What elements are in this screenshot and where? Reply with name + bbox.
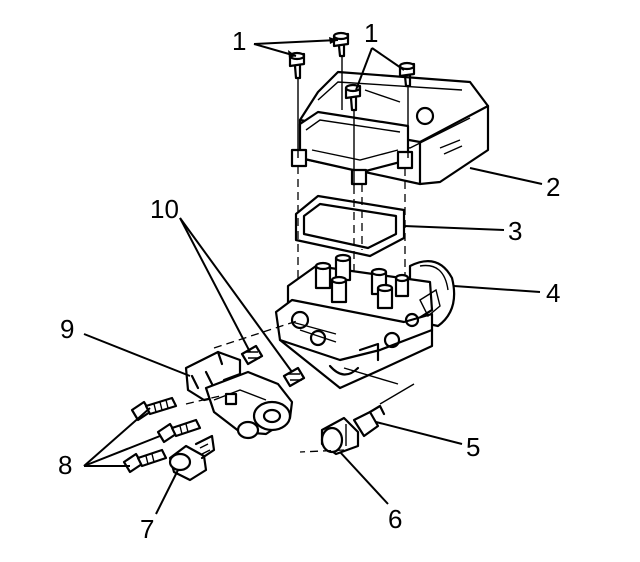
leader-6: [339, 451, 389, 505]
bolt-part: [122, 396, 202, 474]
callout-6: 6: [388, 504, 402, 534]
leader-1b-right: [371, 47, 405, 71]
leader-3: [403, 225, 505, 231]
leader-1a-right: [253, 39, 339, 45]
leader-lines: [83, 39, 543, 515]
screw-1: [288, 51, 306, 80]
sensor-part: [320, 404, 386, 456]
fitting-part: [240, 344, 306, 388]
screw-2: [332, 31, 350, 58]
align-line-8: [379, 383, 415, 405]
align-line-5: [213, 319, 301, 349]
cover-part: [290, 70, 490, 186]
cover-tab-left: [290, 148, 308, 168]
callout-1a: 1: [232, 26, 246, 56]
arrowhead-1b: [329, 37, 338, 44]
leader-1b-left: [355, 47, 373, 91]
cover-tab-right: [396, 150, 414, 170]
align-line-9: [343, 367, 399, 385]
leader-2: [469, 167, 543, 185]
leader-10b: [179, 217, 293, 373]
leader-5: [375, 421, 463, 445]
bolt-1: [130, 396, 178, 422]
leader-4: [453, 285, 541, 293]
callout-3: 3: [508, 216, 522, 246]
leader-9: [83, 333, 191, 377]
callout-8: 8: [58, 450, 72, 480]
bolt-2: [156, 418, 202, 444]
arrowhead-1a: [288, 50, 296, 58]
fitting-1: [240, 344, 264, 366]
callout-10: 10: [150, 194, 179, 224]
leader-8a: [83, 407, 151, 467]
leader-7: [155, 469, 179, 515]
gasket-part: [294, 194, 406, 258]
callout-5: 5: [466, 432, 480, 462]
callout-9: 9: [60, 314, 74, 344]
valve-block: [204, 370, 294, 440]
align-line-6: [185, 395, 221, 405]
leader-8b: [83, 435, 161, 467]
callout-4: 4: [546, 278, 560, 308]
fitting-2: [282, 366, 306, 388]
align-line-7: [299, 449, 345, 453]
callout-2: 2: [546, 172, 560, 202]
leader-10a: [179, 217, 251, 353]
plug-part: [168, 434, 216, 482]
bolt-3: [122, 448, 168, 474]
callout-7: 7: [140, 514, 154, 544]
valve-stems: [314, 253, 410, 310]
callout-1b: 1: [364, 18, 378, 48]
main-body-part: [274, 253, 456, 390]
cover-tab-center: [350, 168, 368, 186]
